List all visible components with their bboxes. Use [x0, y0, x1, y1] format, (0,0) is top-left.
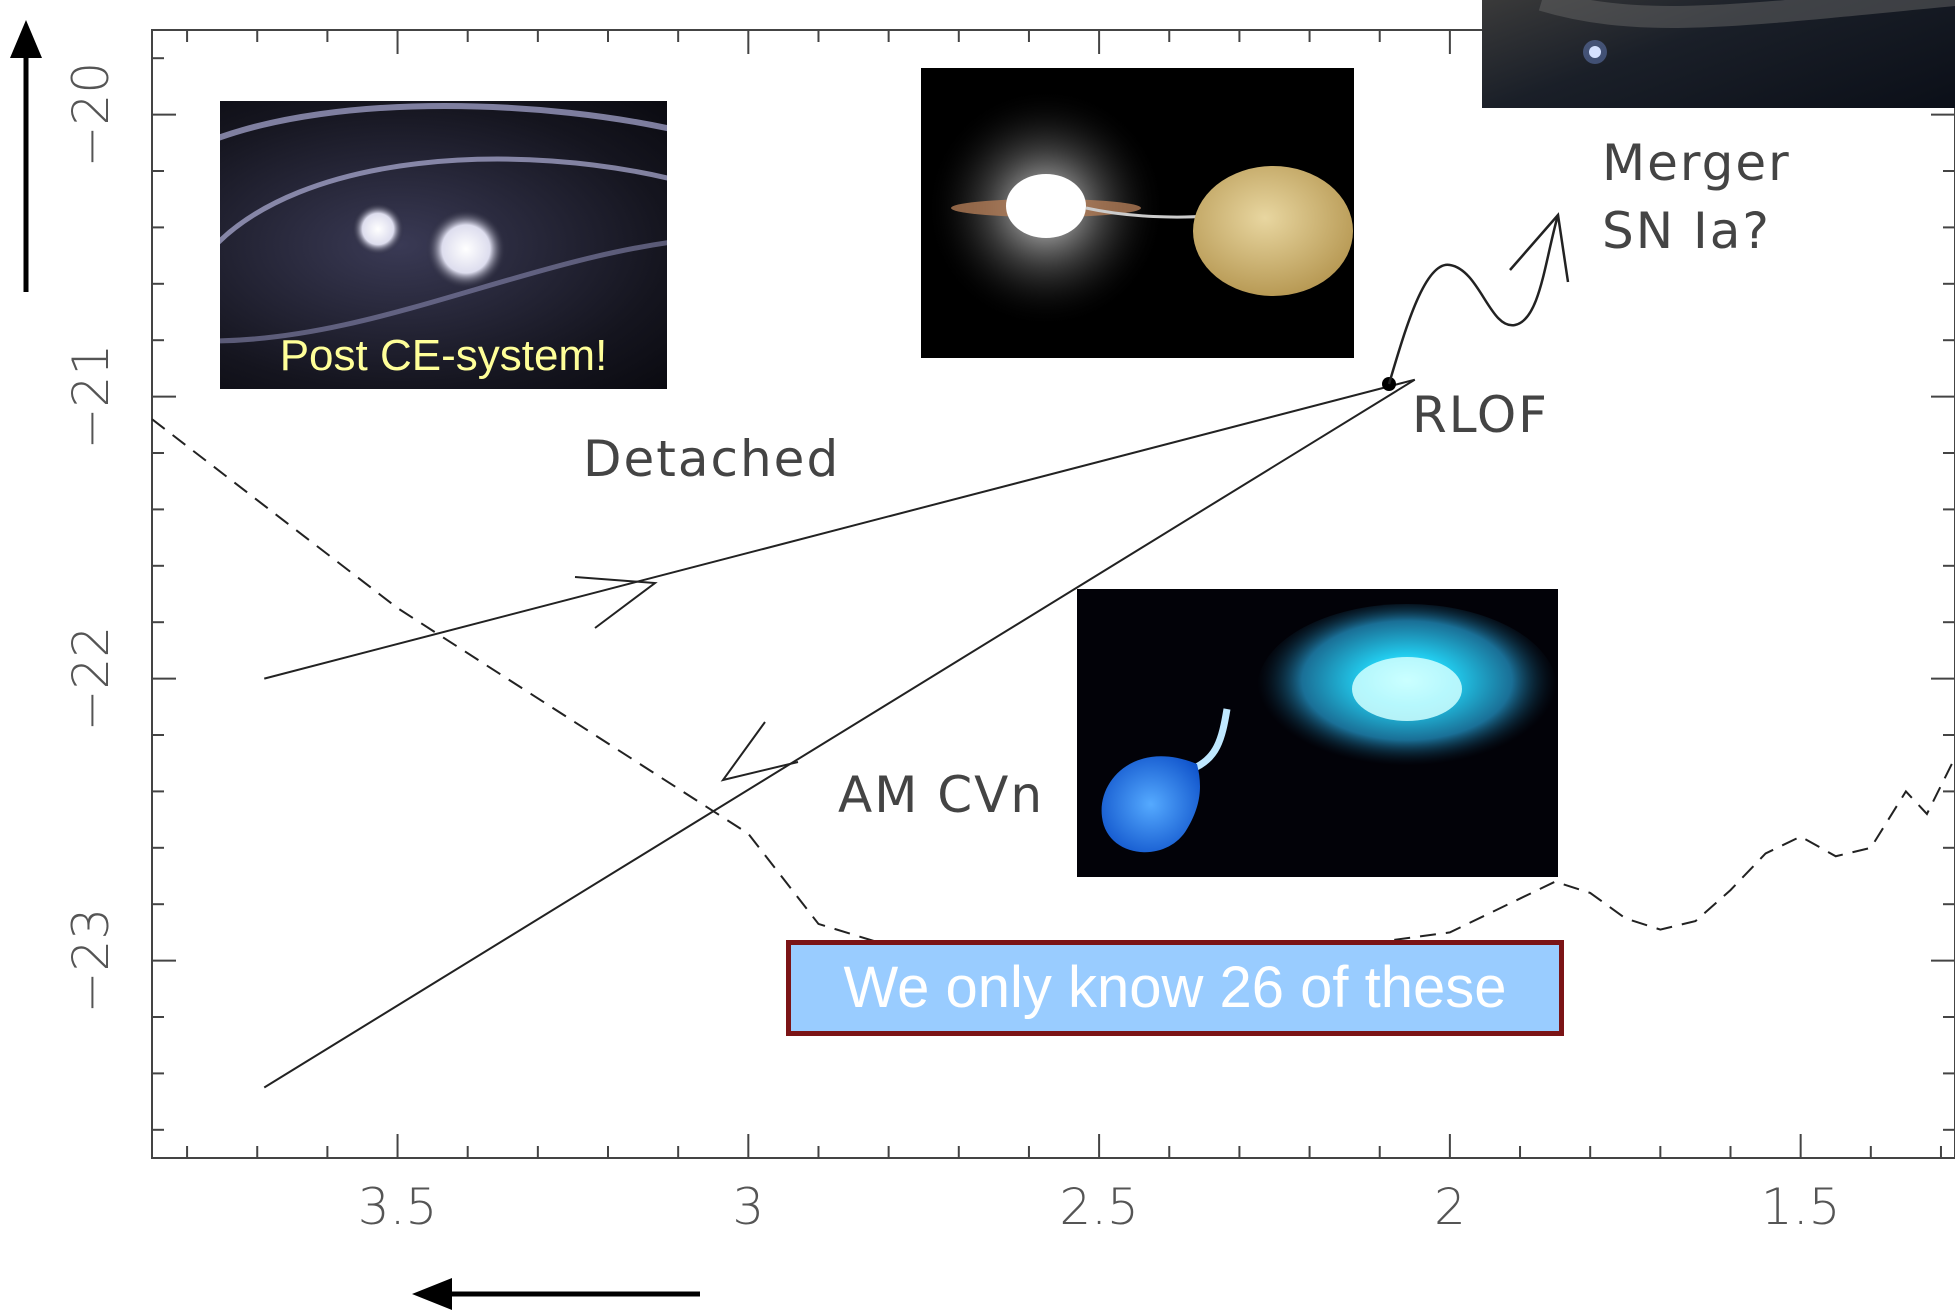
orbital-swirl-icon [220, 103, 667, 344]
post-ce-caption: Post CE-system! [279, 331, 608, 380]
x-direction-arrowhead [412, 1278, 452, 1310]
series-line-3 [151, 418, 1955, 990]
x-axis-ticks [186, 30, 1942, 1158]
x-tick-label: 2.5 [1059, 1178, 1139, 1236]
series-layer [151, 378, 1955, 1089]
galaxy-icon [1538, 0, 1955, 64]
annotation-merger: Merger [1602, 134, 1791, 192]
accretion-disk-icon [1101, 604, 1557, 853]
merger-arrowhead [1509, 212, 1570, 283]
x-tick-label: 1.5 [1761, 1178, 1841, 1236]
merger-image [1482, 0, 1955, 108]
series-line-1 [263, 378, 1416, 680]
mass-transfer-image [921, 68, 1354, 358]
mass-transfer-icon [926, 88, 1353, 328]
y-tick-label: −22 [62, 626, 120, 732]
y-direction-arrowhead [10, 20, 42, 58]
annotation-rlof: RLOF [1412, 386, 1549, 444]
y-tick-label: −20 [62, 62, 120, 168]
annotation-detached: Detached [583, 430, 840, 488]
plot-frame [151, 29, 1955, 1159]
am-cvn-direction-arrow [720, 721, 799, 782]
series-line-2 [263, 378, 1416, 1089]
annotation-sn-ia: SN Ia? [1602, 202, 1771, 260]
am-cvn-image [1077, 589, 1558, 877]
y-tick-label: −21 [62, 344, 120, 450]
callout-box: We only know 26 of these [786, 940, 1564, 1036]
x-tick-label: 3.5 [358, 1178, 438, 1236]
y-axis-tick-labels: −20 −21 −22 −23 [62, 62, 120, 1014]
y-tick-label: −23 [62, 908, 120, 1014]
merger-track [1387, 214, 1560, 385]
detached-direction-arrow [574, 576, 658, 629]
x-tick-label: 2 [1434, 1178, 1466, 1236]
y-axis-ticks [152, 57, 1955, 1131]
x-axis-tick-labels: 3.5 3 2.5 2 1.5 [358, 1178, 1841, 1236]
x-tick-label: 3 [732, 1178, 764, 1236]
annotation-am-cvn: AM CVn [838, 766, 1044, 824]
post-ce-system-image: Post CE-system! [220, 101, 667, 389]
